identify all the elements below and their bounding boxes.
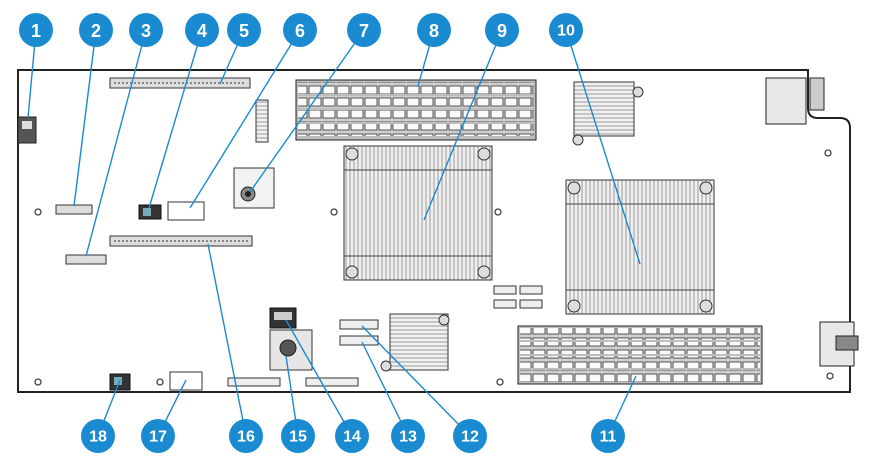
callout-16: 16 <box>229 419 263 453</box>
callout-11: 11 <box>591 419 625 453</box>
callout-10: 10 <box>549 13 583 47</box>
dimm-bank-lower <box>517 325 763 385</box>
callout-circle <box>391 419 425 453</box>
callout-label: 12 <box>461 429 479 446</box>
callout-circle <box>335 419 369 453</box>
callout-label: 9 <box>497 21 507 41</box>
callout-circle <box>549 13 583 47</box>
battery <box>233 167 275 209</box>
lower-expansion-slot <box>109 235 253 247</box>
leader-line-7 <box>249 29 365 193</box>
callout-14: 14 <box>335 419 369 453</box>
top-expansion-slot <box>109 77 251 89</box>
usb-connector <box>269 307 297 329</box>
callout-label: 15 <box>289 429 307 446</box>
callout-2: 2 <box>79 13 113 47</box>
processor-heatsink-2 <box>565 179 715 315</box>
mezzanine-connector-b <box>65 254 107 265</box>
header-connector-lower <box>339 335 379 346</box>
callout-circle <box>281 419 315 453</box>
callout-18: 18 <box>81 419 115 453</box>
callout-17: 17 <box>141 419 175 453</box>
callout-circle <box>229 419 263 453</box>
port-connector <box>17 116 37 144</box>
callout-9: 9 <box>485 13 519 47</box>
callout-12: 12 <box>453 419 487 453</box>
callout-label: 17 <box>149 429 167 446</box>
leader-line-10 <box>565 29 641 265</box>
callout-7: 7 <box>347 13 381 47</box>
callout-label: 4 <box>197 21 207 41</box>
callout-label: 11 <box>600 429 617 446</box>
vertical-header <box>255 99 269 143</box>
leader-line-9 <box>423 29 503 221</box>
callout-circle <box>417 13 451 47</box>
callout-label: 16 <box>237 429 255 446</box>
small-heatsink-top <box>573 81 635 137</box>
mezzanine-connector-a <box>55 204 93 215</box>
system-switch <box>109 373 131 391</box>
callout-circle <box>591 419 625 453</box>
callout-6: 6 <box>283 13 317 47</box>
callout-8: 8 <box>417 13 451 47</box>
small-heatsink-bottom <box>389 313 449 371</box>
callout-3: 3 <box>129 13 163 47</box>
callout-circle <box>79 13 113 47</box>
callout-label: 8 <box>429 21 439 41</box>
header-connector-upper <box>339 319 379 330</box>
callout-circle <box>19 13 53 47</box>
callout-label: 7 <box>359 21 369 41</box>
bottom-header-a <box>227 377 281 387</box>
rear-connector-top <box>765 77 807 125</box>
white-connector <box>167 201 205 221</box>
processor-heatsink-1 <box>343 145 493 281</box>
callout-5: 5 <box>227 13 261 47</box>
mounting-holes <box>34 149 834 386</box>
callout-4: 4 <box>185 13 219 47</box>
leader-line-6 <box>189 29 301 209</box>
callout-label: 10 <box>557 23 575 40</box>
callout-circle <box>185 13 219 47</box>
callout-circle <box>347 13 381 47</box>
callout-label: 3 <box>141 21 151 41</box>
callout-15: 15 <box>281 419 315 453</box>
callout-1: 1 <box>19 13 53 47</box>
callout-circle <box>453 419 487 453</box>
callout-label: 18 <box>89 429 107 446</box>
leader-line-2 <box>73 29 97 207</box>
leader-line-16 <box>207 243 247 437</box>
callout-label: 14 <box>343 429 361 446</box>
callout-circle <box>485 13 519 47</box>
leader-line-4 <box>148 29 203 209</box>
callout-label: 5 <box>239 21 249 41</box>
sd-card-slot <box>269 329 313 371</box>
dimm-bank-upper <box>295 79 537 141</box>
callout-circle <box>283 13 317 47</box>
callout-circle <box>129 13 163 47</box>
callout-13: 13 <box>391 419 425 453</box>
callout-label: 1 <box>31 21 41 41</box>
callout-label: 13 <box>399 429 417 446</box>
small-switch <box>138 204 162 220</box>
callout-circle <box>141 419 175 453</box>
leader-line-14 <box>285 319 353 437</box>
bottom-header-b <box>305 377 359 387</box>
callout-circle <box>81 419 115 453</box>
leader-line-13 <box>361 341 409 437</box>
leader-line-12 <box>361 325 471 437</box>
callout-label: 6 <box>295 21 305 41</box>
callout-circle <box>227 13 261 47</box>
small-connectors-mid <box>493 285 543 309</box>
callout-label: 2 <box>91 21 101 41</box>
leader-line-3 <box>85 29 147 257</box>
